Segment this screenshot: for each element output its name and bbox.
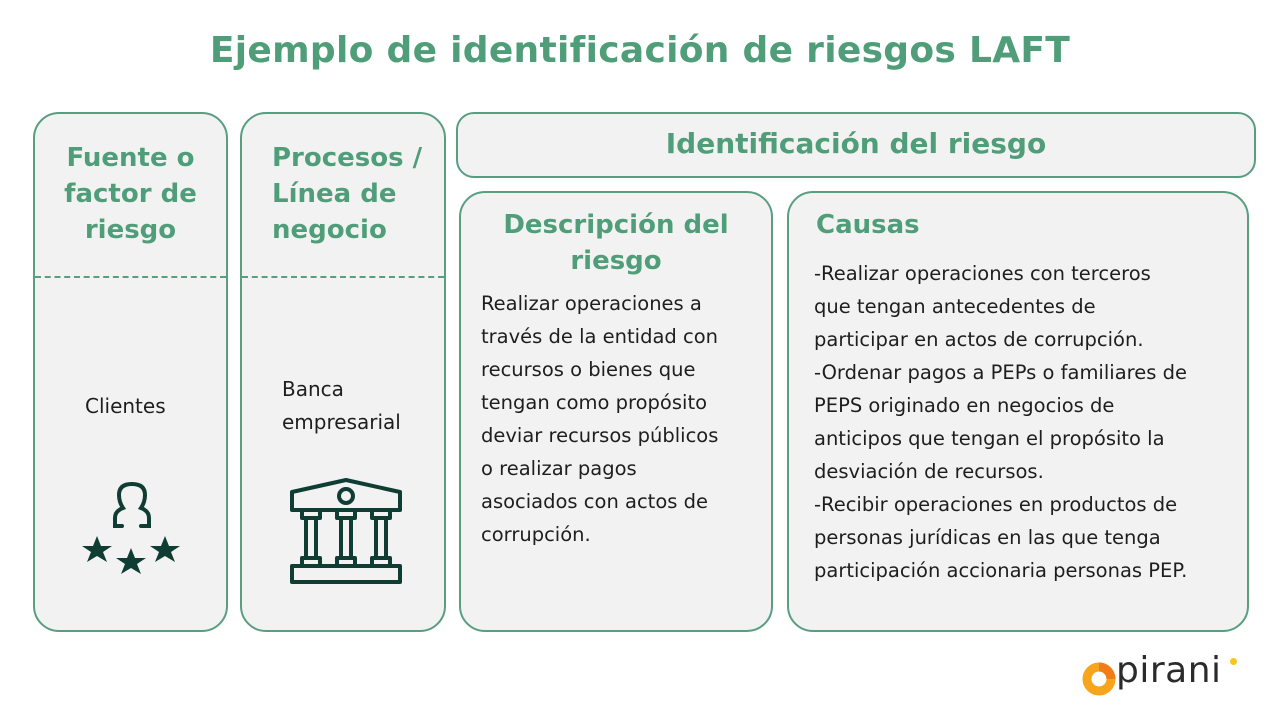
divider	[35, 276, 226, 278]
text-line: deviar recursos públicos	[481, 424, 719, 447]
bank-icon	[290, 478, 402, 584]
text-line: -Realizar operaciones con terceros	[814, 262, 1151, 285]
descripcion-column: Descripción del riesgo Realizar operacio…	[459, 191, 773, 632]
causas-heading: Causas	[816, 210, 920, 240]
text-line: través de la entidad con	[481, 325, 718, 348]
text-line: PEPS originado en negocios de	[814, 394, 1115, 417]
heading-line: Línea de	[272, 179, 397, 209]
descripcion-heading: Descripción del riesgo	[461, 207, 771, 279]
causas-text: -Realizar operaciones con terceros que t…	[814, 257, 1187, 587]
value-line: empresarial	[282, 410, 401, 434]
identificacion-heading: Identificación del riesgo	[665, 127, 1047, 160]
procesos-value: Banca empresarial	[282, 373, 401, 439]
text-line: desviación de recursos.	[814, 460, 1044, 483]
divider	[242, 276, 444, 278]
procesos-heading: Procesos / Línea de negocio	[272, 140, 422, 248]
logo-ring-icon	[1082, 662, 1116, 696]
text-line: corrupción.	[481, 523, 591, 546]
fuente-value: Clientes	[85, 394, 166, 418]
heading-line: Procesos /	[272, 143, 423, 173]
heading-line: negocio	[272, 215, 387, 245]
descripcion-text: Realizar operaciones a través de la enti…	[481, 287, 718, 551]
value-line: Banca	[282, 377, 344, 401]
pirani-logo: pirani	[1082, 650, 1252, 700]
heading-line: riesgo	[84, 215, 177, 245]
text-line: anticipos que tengan el propósito la	[814, 427, 1165, 450]
page-title: Ejemplo de identificación de riesgos LAF…	[209, 30, 1071, 71]
fuente-column: Fuente o factor de riesgo Clientes	[33, 112, 228, 632]
heading-line: Fuente o	[66, 143, 195, 173]
text-line: recursos o bienes que	[481, 358, 696, 381]
text-line: Realizar operaciones a	[481, 292, 702, 315]
text-line: o realizar pagos	[481, 457, 637, 480]
text-line: -Ordenar pagos a PEPs o familiares de	[814, 361, 1187, 384]
identificacion-header: Identificación del riesgo	[456, 112, 1256, 178]
heading-line: factor de	[64, 179, 197, 209]
logo-dot	[1230, 658, 1237, 665]
text-line: participar en actos de corrupción.	[814, 328, 1144, 351]
heading-line: Descripción del	[503, 210, 729, 240]
fuente-heading: Fuente o factor de riesgo	[35, 140, 226, 248]
text-line: asociados con actos de	[481, 490, 708, 513]
client-rating-icon	[82, 481, 180, 574]
logo-text: pirani	[1116, 650, 1222, 691]
procesos-column: Procesos / Línea de negocio Banca empres…	[240, 112, 446, 632]
heading-line: riesgo	[570, 246, 662, 276]
text-line: que tengan antecedentes de	[814, 295, 1096, 318]
causas-column: Causas -Realizar operaciones con tercero…	[787, 191, 1249, 632]
text-line: -Recibir operaciones en productos de	[814, 493, 1178, 516]
text-line: tengan como propósito	[481, 391, 708, 414]
text-line: personas jurídicas en las que tenga	[814, 526, 1161, 549]
text-line: participación accionaria personas PEP.	[814, 559, 1188, 582]
